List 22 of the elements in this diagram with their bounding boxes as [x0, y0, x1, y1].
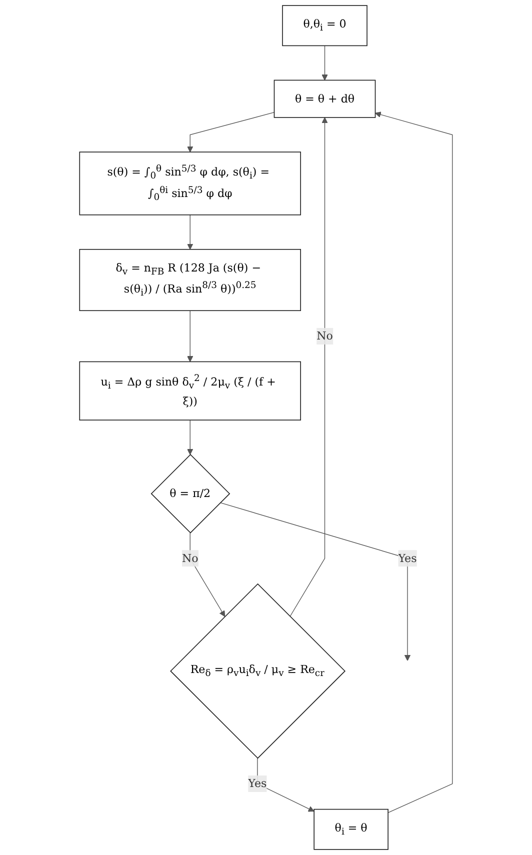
edge-label: Yes: [398, 551, 417, 565]
arrow: [290, 117, 328, 617]
edge-label: No: [182, 551, 198, 565]
arrow: [322, 45, 328, 80]
arrow: [187, 420, 194, 455]
node-box: u$_{i}$ = Δρ g sinθ δ$_{v}$$^{2}$ / 2μ$_{v}$ (ξ / (f + ξ)): [79, 361, 301, 420]
edge-label: No: [316, 329, 333, 342]
arrow: [220, 502, 411, 661]
arrow: [374, 112, 453, 814]
arrow: [190, 532, 226, 617]
node-diamond: Re$_{δ}$ = ρ$_{v}$u$_{i}$δ$_{v}$ / μ$_{v}$ ≥ Re$_{cr}$: [170, 583, 346, 759]
node-box: θ = θ + dθ: [274, 80, 376, 118]
arrow: [257, 758, 314, 812]
arrow: [187, 112, 275, 152]
node-diamond: θ = π/2: [150, 454, 230, 534]
node-box: s(θ) = ∫$_{0}$$^{θ}$ sin$^{5/3}$ φ dφ, s(θ$_{i}$) = ∫$_{0}$$^{θi}$ sin$^{5/3}$ φ dφ: [79, 152, 301, 216]
edge-label: Yes: [248, 776, 267, 790]
arrow: [187, 310, 194, 362]
arrow: [187, 214, 194, 250]
node-box: θ$_{i}$ = θ: [314, 808, 388, 850]
node-box: δ$_{v}$ = n$_{FB}$ R (128 Ja (s(θ) − s(θ$_{i}$)) / (Ra sin$^{8/3}$ θ))$^{0.25}$: [79, 248, 301, 312]
node-box: θ,θ$_{i}$ = 0: [282, 5, 368, 46]
